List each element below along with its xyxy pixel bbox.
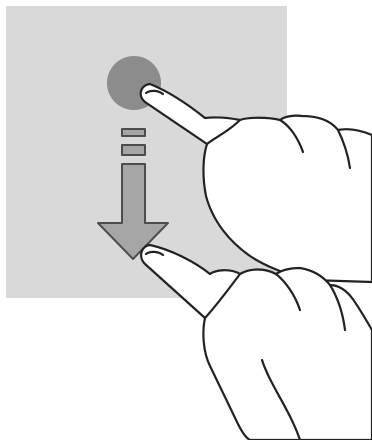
arrow-dash-1 [122, 129, 145, 136]
arrow-dash-2 [122, 145, 145, 155]
